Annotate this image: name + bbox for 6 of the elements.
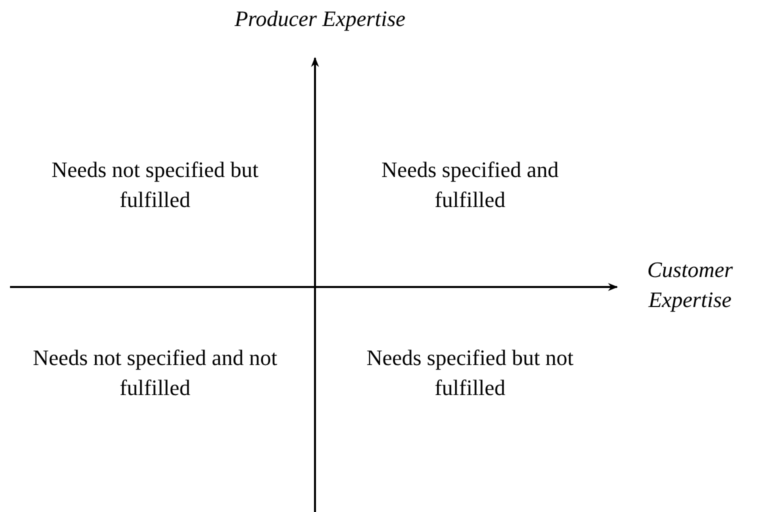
axis-label: Producer Expertise [234,5,406,33]
quadrant-label: Needs specified and fulfilled [380,156,560,214]
axis-label: Customer Expertise [646,256,734,314]
quadrant-label: Needs specified but not fulfilled [365,344,575,402]
quadrant-label: Needs not specified and not fulfilled [32,344,278,402]
quadrant-label: Needs not specified but fulfilled [50,156,260,214]
